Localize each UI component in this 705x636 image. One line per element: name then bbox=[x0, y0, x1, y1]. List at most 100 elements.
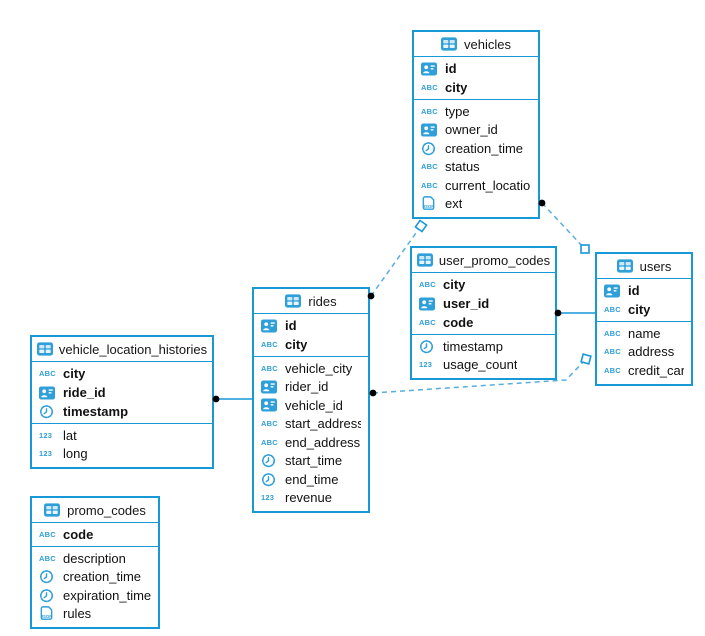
column-name: vehicle_city bbox=[285, 360, 353, 376]
column-name: lat bbox=[63, 427, 77, 443]
id-badge-icon bbox=[419, 296, 438, 311]
column-row-creation_time[interactable]: creation_time bbox=[32, 568, 158, 587]
column-row-timestamp[interactable]: timestamp bbox=[412, 337, 555, 356]
table-icon bbox=[285, 294, 302, 308]
type-icon-label: ABC bbox=[39, 530, 56, 539]
column-row-creation_time[interactable]: creation_time bbox=[414, 139, 538, 158]
column-row-city[interactable]: ABC city bbox=[597, 300, 691, 319]
type-icon-label: ABC bbox=[261, 419, 278, 429]
column-name: credit_card bbox=[628, 362, 684, 378]
column-row-timestamp[interactable]: timestamp bbox=[32, 402, 212, 421]
type-icon-label: 123 bbox=[39, 449, 53, 459]
table-header[interactable]: vehicle_location_histories bbox=[32, 337, 212, 362]
text-abc-icon: ABC bbox=[261, 435, 280, 450]
table-title: promo_codes bbox=[67, 502, 146, 518]
number-123-icon: 123 bbox=[261, 490, 280, 505]
relationship-line-vehicles-users[interactable] bbox=[541, 202, 586, 250]
column-row-user_id[interactable]: user_id bbox=[412, 294, 555, 313]
column-row-vehicle_city[interactable]: ABC vehicle_city bbox=[254, 359, 368, 378]
column-row-owner_id[interactable]: owner_id bbox=[414, 121, 538, 140]
column-row-ride_id[interactable]: ride_id bbox=[32, 383, 212, 402]
table-header[interactable]: promo_codes bbox=[32, 498, 158, 523]
column-row-name[interactable]: ABC name bbox=[597, 324, 691, 343]
table-icon bbox=[36, 342, 53, 356]
svg-text:JSON: JSON bbox=[41, 614, 53, 619]
column-row-expiration_time[interactable]: expiration_time bbox=[32, 586, 158, 605]
column-name: id bbox=[628, 283, 640, 298]
relationship-square-marker bbox=[414, 219, 428, 233]
id-badge-icon bbox=[604, 283, 623, 298]
column-row-start_time[interactable]: start_time bbox=[254, 452, 368, 471]
json-doc-icon: JSON bbox=[39, 605, 58, 621]
table-header[interactable]: rides bbox=[254, 289, 368, 314]
column-name: timestamp bbox=[443, 338, 503, 354]
column-row-description[interactable]: ABC description bbox=[32, 549, 158, 568]
column-name: user_id bbox=[443, 296, 490, 311]
id-badge-icon bbox=[261, 398, 280, 413]
type-icon-label: ABC bbox=[39, 553, 56, 563]
column-name: description bbox=[63, 550, 126, 566]
column-row-lat[interactable]: 123 lat bbox=[32, 426, 212, 445]
relationship-dot-marker bbox=[369, 389, 377, 397]
type-icon-label: ABC bbox=[261, 437, 278, 447]
column-row-vehicle_id[interactable]: vehicle_id bbox=[254, 396, 368, 415]
table-header[interactable]: user_promo_codes bbox=[412, 248, 555, 273]
text-abc-icon: ABC bbox=[261, 337, 280, 352]
text-abc-icon: ABC bbox=[261, 361, 280, 376]
column-name: end_time bbox=[285, 471, 339, 487]
id-badge-icon bbox=[261, 379, 280, 394]
table-header[interactable]: vehicles bbox=[414, 32, 538, 57]
column-name: end_address bbox=[285, 434, 361, 450]
text-abc-icon: ABC bbox=[604, 326, 623, 341]
table-title: user_promo_codes bbox=[438, 252, 551, 268]
table-icon bbox=[616, 259, 634, 273]
column-name: city bbox=[628, 302, 651, 317]
column-row-id[interactable]: id bbox=[414, 59, 538, 78]
type-icon-label: ABC bbox=[39, 369, 56, 378]
id-badge-icon bbox=[39, 385, 58, 400]
type-icon-label: 123 bbox=[419, 360, 433, 370]
table-header[interactable]: users bbox=[597, 254, 691, 279]
id-badge-icon bbox=[261, 318, 280, 333]
column-row-end_address[interactable]: ABC end_address bbox=[254, 433, 368, 452]
type-icon-label: 123 bbox=[39, 430, 53, 440]
type-icon-label: ABC bbox=[261, 363, 278, 373]
column-row-id[interactable]: id bbox=[597, 281, 691, 300]
column-row-rider_id[interactable]: rider_id bbox=[254, 378, 368, 397]
column-row-end_time[interactable]: end_time bbox=[254, 470, 368, 489]
clock-icon bbox=[419, 339, 438, 354]
id-badge-icon bbox=[421, 61, 440, 76]
type-icon-label: ABC bbox=[604, 305, 621, 314]
column-name: name bbox=[628, 325, 661, 341]
column-row-id[interactable]: id bbox=[254, 316, 368, 335]
